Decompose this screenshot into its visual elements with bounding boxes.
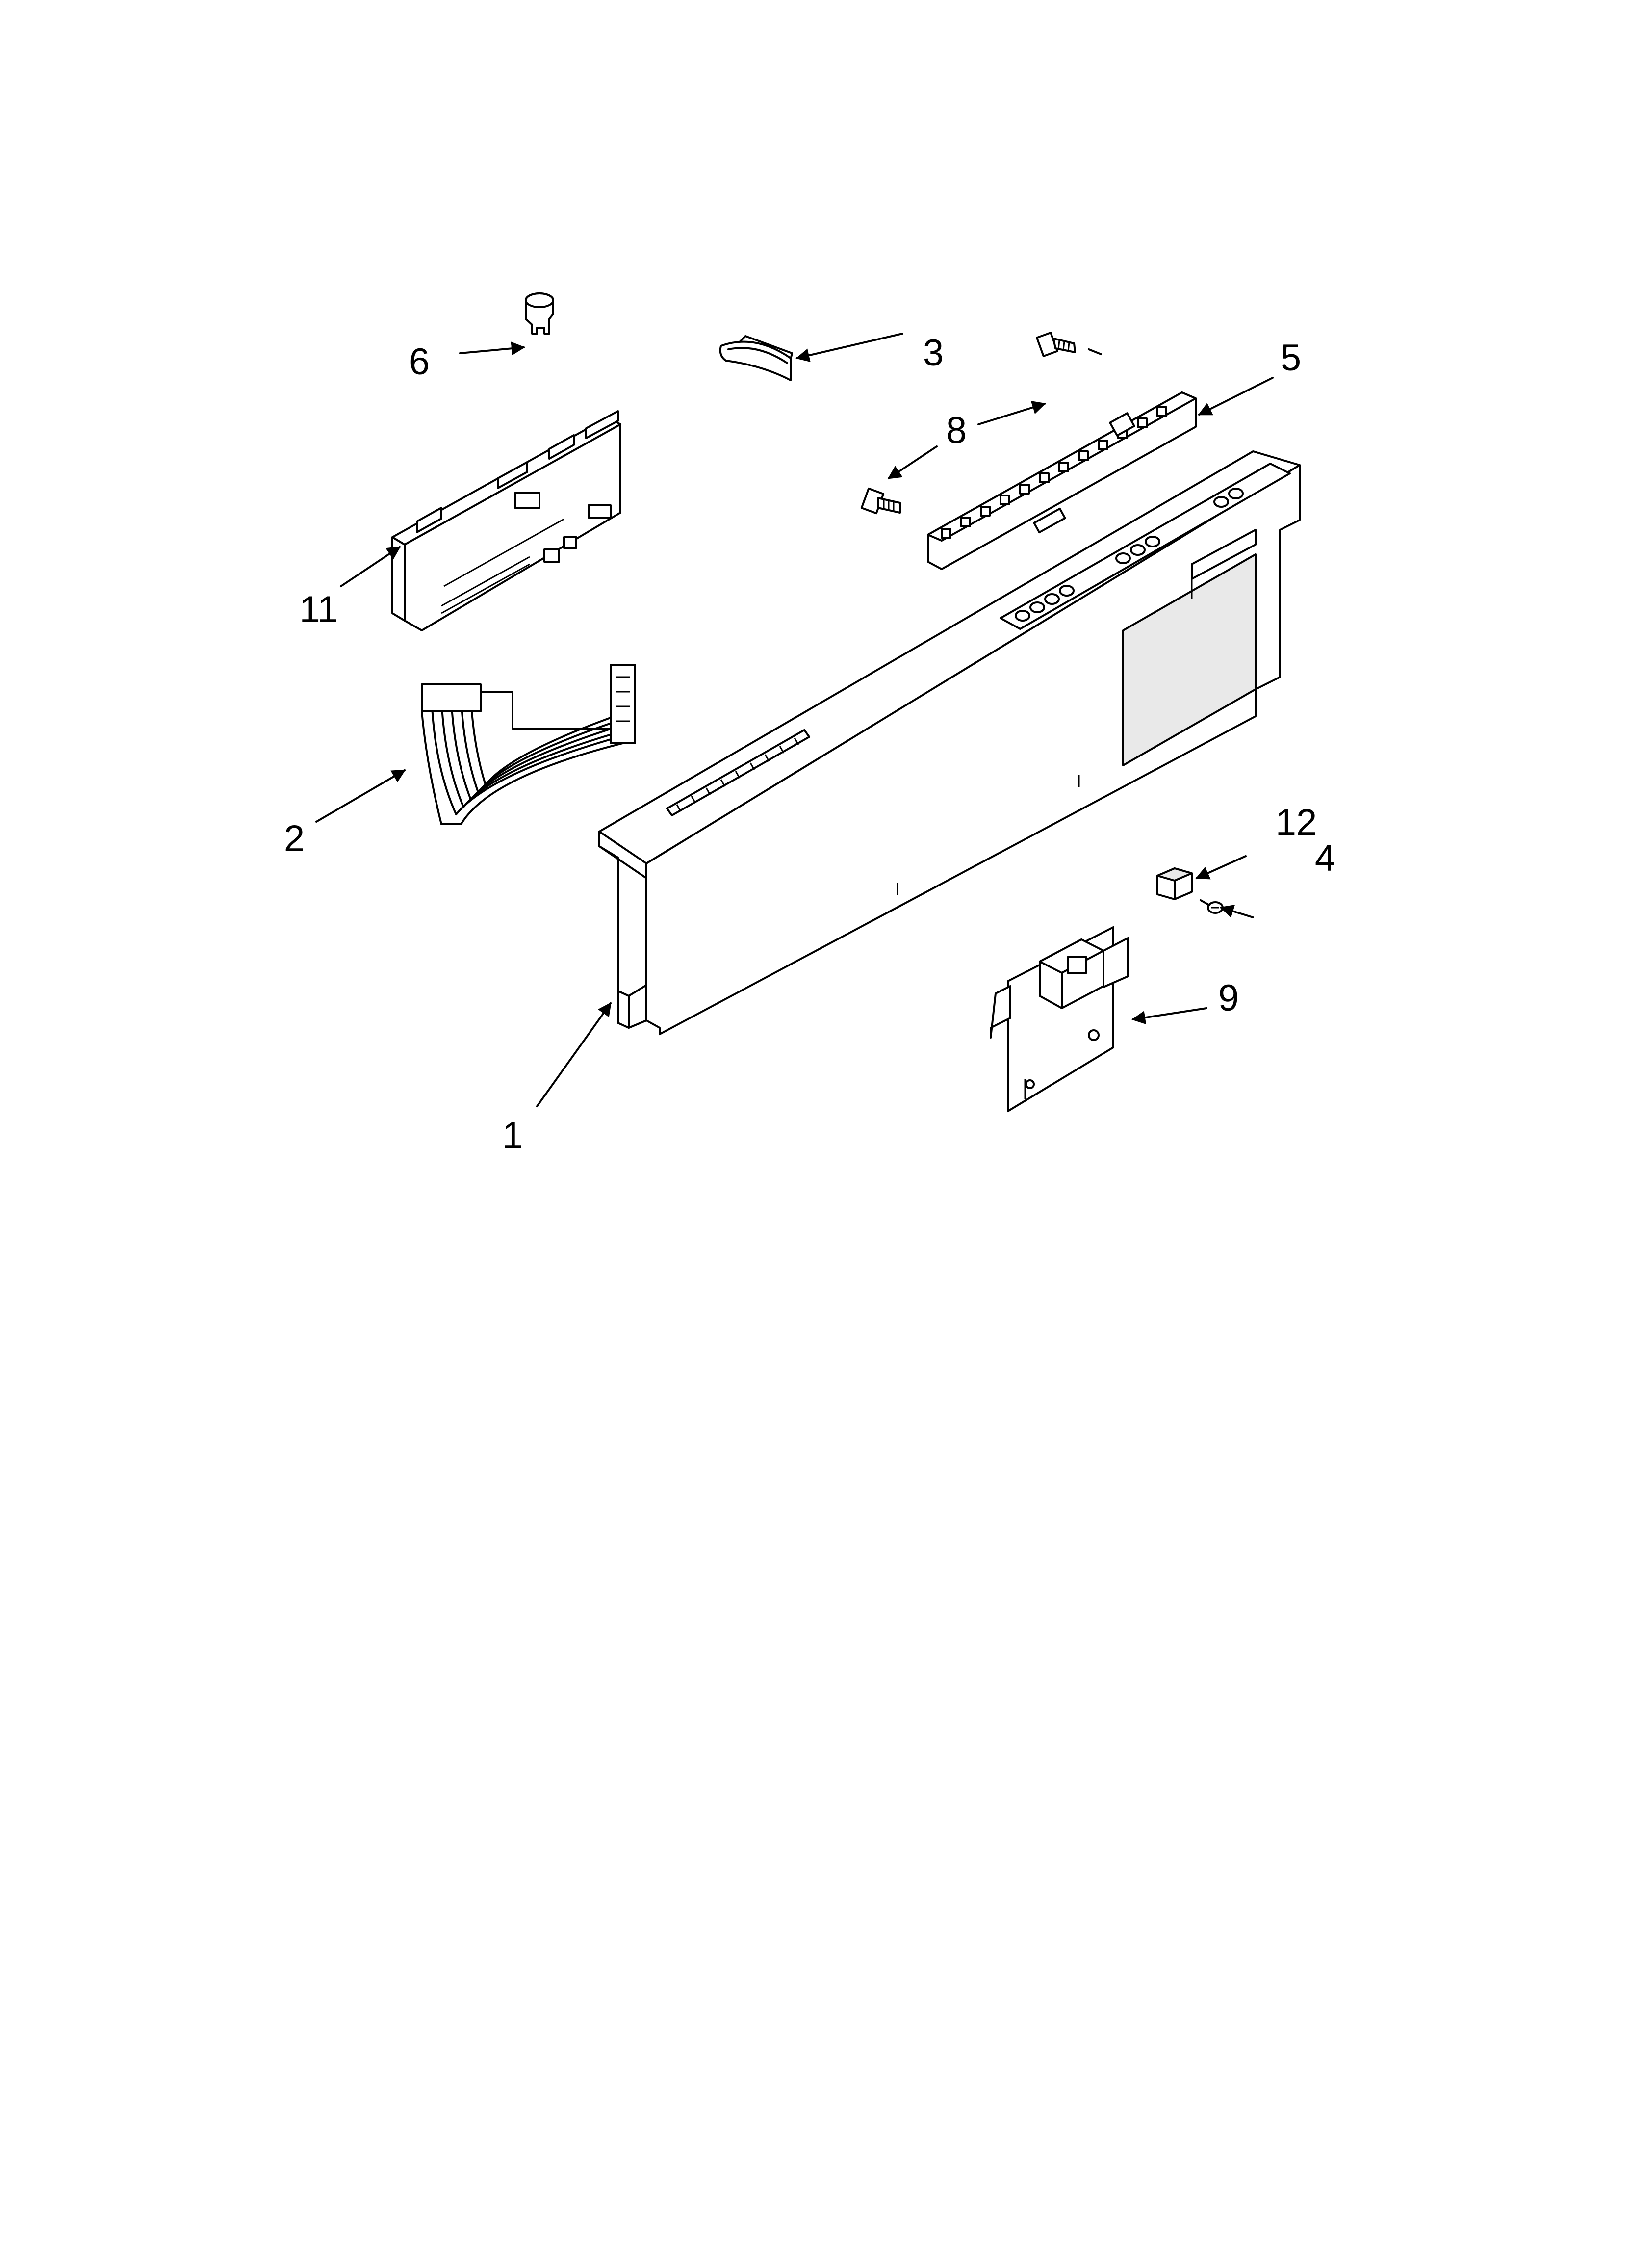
arrow-8a bbox=[977, 401, 1046, 425]
callout-5: 5 bbox=[1281, 337, 1301, 379]
arrow-11 bbox=[340, 546, 401, 587]
callout-9: 9 bbox=[1218, 977, 1239, 1019]
wire-harness bbox=[421, 664, 636, 825]
arrow-4 bbox=[1220, 905, 1254, 918]
callout-4: 4 bbox=[1315, 837, 1335, 879]
door-latch bbox=[990, 926, 1129, 1112]
arrow-3 bbox=[795, 333, 903, 362]
user-interface-board bbox=[927, 391, 1197, 570]
screws bbox=[860, 332, 1102, 515]
callout-3: 3 bbox=[923, 332, 944, 374]
callout-arrows bbox=[315, 333, 1274, 1107]
callout-6: 6 bbox=[409, 341, 430, 383]
arrow-6 bbox=[459, 341, 525, 356]
callout-labels: 1 2 3 4 5 6 8 9 11 12 bbox=[284, 332, 1335, 1156]
callout-8: 8 bbox=[946, 410, 967, 451]
control-board bbox=[391, 410, 621, 631]
panel-buttons bbox=[1015, 488, 1244, 622]
vent-slots bbox=[666, 729, 810, 816]
callout-11: 11 bbox=[300, 589, 338, 630]
button-cap bbox=[525, 292, 554, 335]
arrow-2 bbox=[315, 769, 406, 823]
arrow-1 bbox=[536, 1002, 612, 1107]
callout-2: 2 bbox=[284, 818, 305, 860]
arrow-12 bbox=[1195, 855, 1247, 880]
connector-block bbox=[1156, 867, 1193, 900]
arrow-5 bbox=[1198, 377, 1274, 416]
small-screw bbox=[1200, 899, 1224, 914]
control-panel-console bbox=[598, 450, 1301, 1035]
arrow-8b bbox=[887, 445, 938, 479]
callout-1: 1 bbox=[502, 1115, 523, 1156]
arrow-9 bbox=[1131, 1007, 1207, 1025]
callout-12: 12 bbox=[1276, 802, 1317, 843]
clip bbox=[719, 335, 793, 381]
